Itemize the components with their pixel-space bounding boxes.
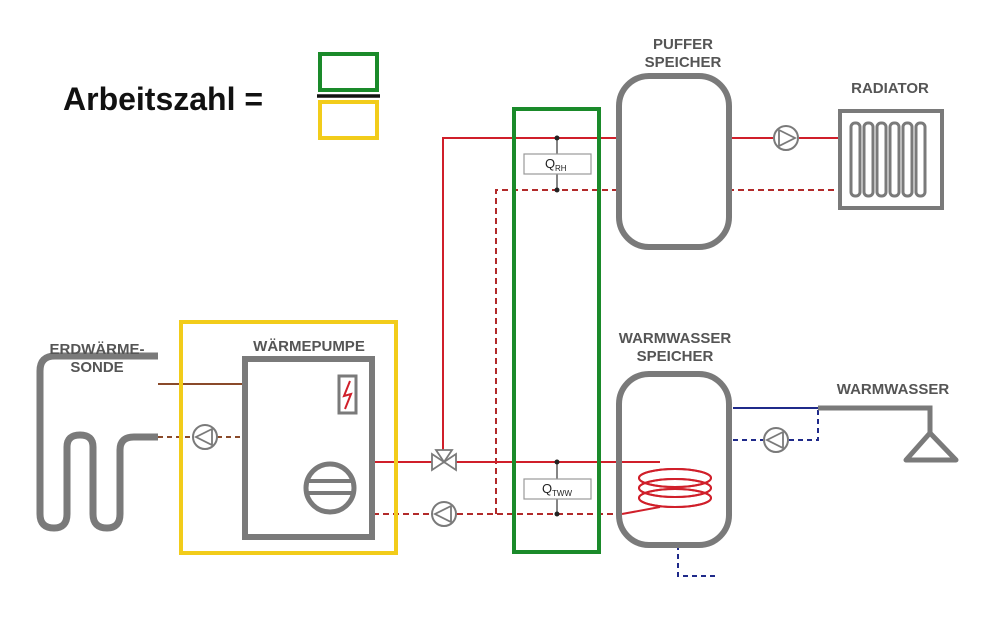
meter-tww-sub: TWW [552,489,572,498]
label-puffer-2: SPEICHER [645,54,722,71]
heat-meter-tww: Q TWW [523,459,592,517]
label-warmwasser-speicher-2: SPEICHER [637,348,714,365]
formula-label: Arbeitszahl = [63,81,263,117]
heating-return-pipes [495,189,838,514]
label-erdwaerme-2: SONDE [70,359,123,376]
label-puffer-1: PUFFER [653,36,713,53]
label-warmwasser-speicher-1: WARMWASSER [619,330,732,347]
meter-rh-label: Q [545,156,555,171]
heating-coil-overlay [638,468,712,508]
shower-head-icon [818,405,959,463]
meter-tww-label: Q [542,481,552,496]
label-warmwasser: WARMWASSER [837,381,950,398]
compressor-icon [303,461,357,515]
label-erdwaerme-1: ERDWÄRME- [50,341,145,358]
heat-meter-boundary [512,107,601,554]
hot-water-tank [616,371,732,548]
pump-icon [773,125,799,151]
ground-probe [36,352,158,532]
pump-icon [763,427,789,453]
heat-pump-unit [242,356,375,540]
pump-icon [431,501,457,527]
radiator-icon [838,109,944,210]
heat-meter-rh: Q RH [523,135,592,193]
heat-pump-boundary [179,320,398,555]
electric-icon [337,374,358,415]
three-way-valve-icon [431,449,457,472]
label-radiator: RADIATOR [851,80,929,97]
circulation-pipes [677,408,819,577]
formula-denominator-box [318,100,379,140]
meter-rh-sub: RH [555,164,567,173]
pump-icon [192,424,218,450]
buffer-tank [616,73,732,250]
formula-numerator-box [318,52,379,92]
heating-supply-pipes [442,137,838,453]
label-waermepumpe: WÄRMEPUMPE [253,338,365,355]
